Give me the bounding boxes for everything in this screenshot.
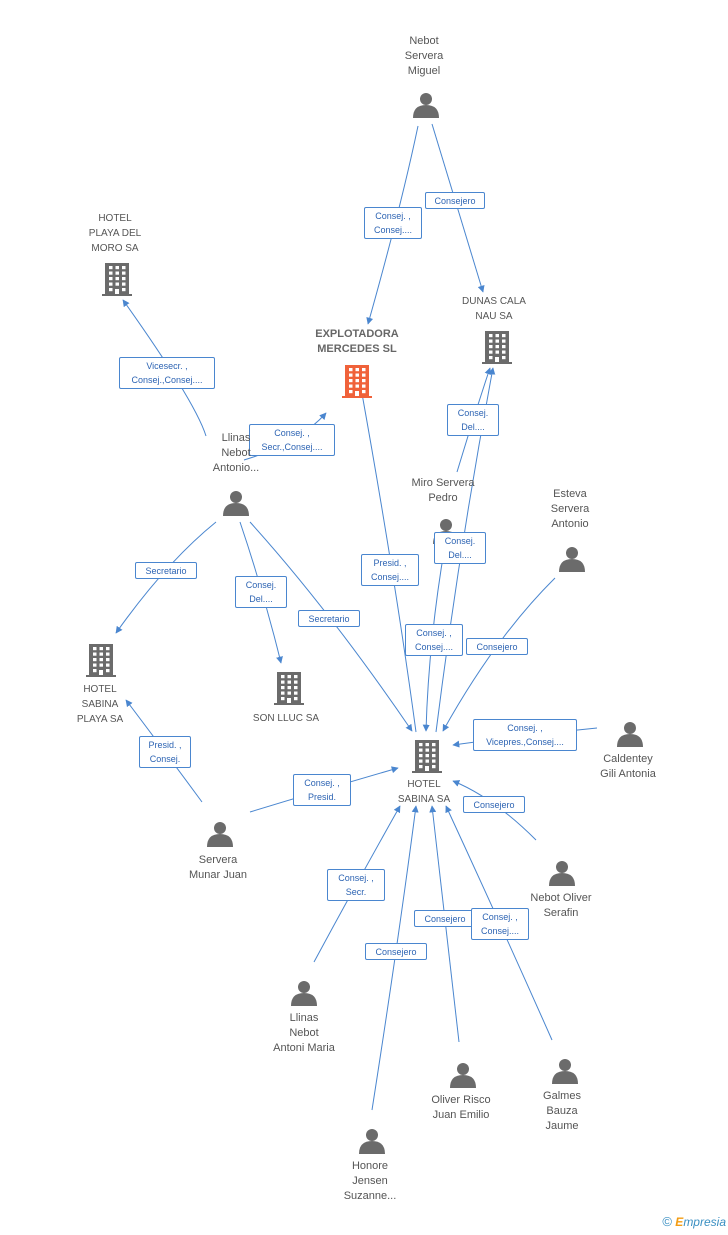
building-icon-playadel[interactable] bbox=[102, 263, 132, 296]
person-label-esteva[interactable]: Esteva Servera Antonio bbox=[550, 488, 590, 530]
person-label-servera_juan[interactable]: Servera Munar Juan bbox=[188, 854, 248, 881]
person-label-honore[interactable]: Honore Jensen Suzanne... bbox=[343, 1160, 397, 1202]
relation-label-e1[interactable]: Consej. , Consej.... bbox=[364, 207, 422, 239]
person-icon-nebot_serafin[interactable] bbox=[549, 861, 575, 886]
person-label-miro[interactable]: Miro Servera Pedro bbox=[411, 477, 475, 504]
building-icon-sabinaplaya[interactable] bbox=[86, 644, 116, 677]
footer-brand[interactable]: © Empresia bbox=[662, 1214, 726, 1229]
relation-label-e8[interactable]: Consej. Del.... bbox=[447, 404, 499, 436]
relation-label-e16[interactable]: Consejero bbox=[463, 795, 525, 813]
building-icon-dunas[interactable] bbox=[482, 331, 512, 364]
relation-label-e20[interactable]: Consejero bbox=[365, 942, 427, 960]
person-icon-esteva[interactable] bbox=[559, 547, 585, 572]
relation-label-e4[interactable]: Consej. , Secr.,Consej.... bbox=[249, 424, 335, 456]
person-icon-servera_juan[interactable] bbox=[207, 822, 233, 847]
company-label-explotadora[interactable]: EXPLOTADORA MERCEDES SL bbox=[315, 328, 399, 355]
company-label-sabinaplaya[interactable]: HOTEL SABINA PLAYA SA bbox=[76, 684, 124, 725]
relation-label-e9[interactable]: Presid. , Consej.... bbox=[361, 554, 419, 586]
person-label-nebot_serafin[interactable]: Nebot Oliver Serafin bbox=[530, 892, 592, 919]
relation-label-e6[interactable]: Consej. Del.... bbox=[235, 576, 287, 608]
person-label-nebot_miguel[interactable]: Nebot Servera Miguel bbox=[404, 35, 444, 77]
brand-initial: E bbox=[675, 1215, 684, 1229]
person-icon-nebot_miguel[interactable] bbox=[413, 93, 439, 118]
relation-label-e19[interactable]: Consej. , Consej.... bbox=[471, 908, 529, 940]
brand-name: mpresia bbox=[683, 1215, 726, 1229]
relation-label-e10[interactable]: Consej. Del.... bbox=[434, 532, 486, 564]
company-label-sonlluc[interactable]: SON LLUC SA bbox=[252, 713, 320, 724]
relation-label-e3[interactable]: Vicesecr. , Consej.,Consej.... bbox=[119, 357, 215, 389]
person-label-llinas_antonio[interactable]: Llinas Nebot Antonio... bbox=[212, 432, 260, 474]
copyright-symbol: © bbox=[662, 1214, 672, 1229]
person-label-oliver[interactable]: Oliver Risco Juan Emilio bbox=[431, 1094, 491, 1121]
person-icon-caldentey[interactable] bbox=[617, 722, 643, 747]
person-icon-galmes[interactable] bbox=[552, 1059, 578, 1084]
company-label-playadel[interactable]: HOTEL PLAYA DEL MORO SA bbox=[88, 213, 142, 254]
building-icon-sonlluc[interactable] bbox=[274, 672, 304, 705]
person-icon-oliver[interactable] bbox=[450, 1063, 476, 1088]
person-label-galmes[interactable]: Galmes Bauza Jaume bbox=[543, 1090, 581, 1132]
building-icon-hotelsabina[interactable] bbox=[412, 740, 442, 773]
relation-label-e7[interactable]: Secretario bbox=[298, 609, 360, 627]
relation-label-e18[interactable]: Consejero bbox=[414, 909, 476, 927]
building-icon-explotadora[interactable] bbox=[342, 365, 372, 398]
relation-label-e15[interactable]: Consej. , Presid. bbox=[293, 774, 351, 806]
relation-label-e5[interactable]: Secretario bbox=[135, 561, 197, 579]
company-label-dunas[interactable]: DUNAS CALA NAU SA bbox=[462, 296, 526, 322]
relation-label-e2[interactable]: Consejero bbox=[425, 191, 485, 209]
person-label-caldentey[interactable]: Caldentey Gili Antonia bbox=[600, 753, 656, 780]
relation-label-e14[interactable]: Presid. , Consej. bbox=[139, 736, 191, 768]
person-icon-llinas_antonio[interactable] bbox=[223, 491, 249, 516]
person-icon-honore[interactable] bbox=[359, 1129, 385, 1154]
relation-label-e17[interactable]: Consej. , Secr. bbox=[327, 869, 385, 901]
relation-label-e12[interactable]: Consejero bbox=[466, 637, 528, 655]
person-icon-llinas_maria[interactable] bbox=[291, 981, 317, 1006]
relation-label-e11[interactable]: Consej. , Consej.... bbox=[405, 624, 463, 656]
person-label-llinas_maria[interactable]: Llinas Nebot Antoni Maria bbox=[273, 1012, 335, 1054]
company-label-hotelsabina[interactable]: HOTEL SABINA SA bbox=[397, 779, 451, 805]
relation-label-e13[interactable]: Consej. , Vicepres.,Consej.... bbox=[473, 719, 577, 751]
